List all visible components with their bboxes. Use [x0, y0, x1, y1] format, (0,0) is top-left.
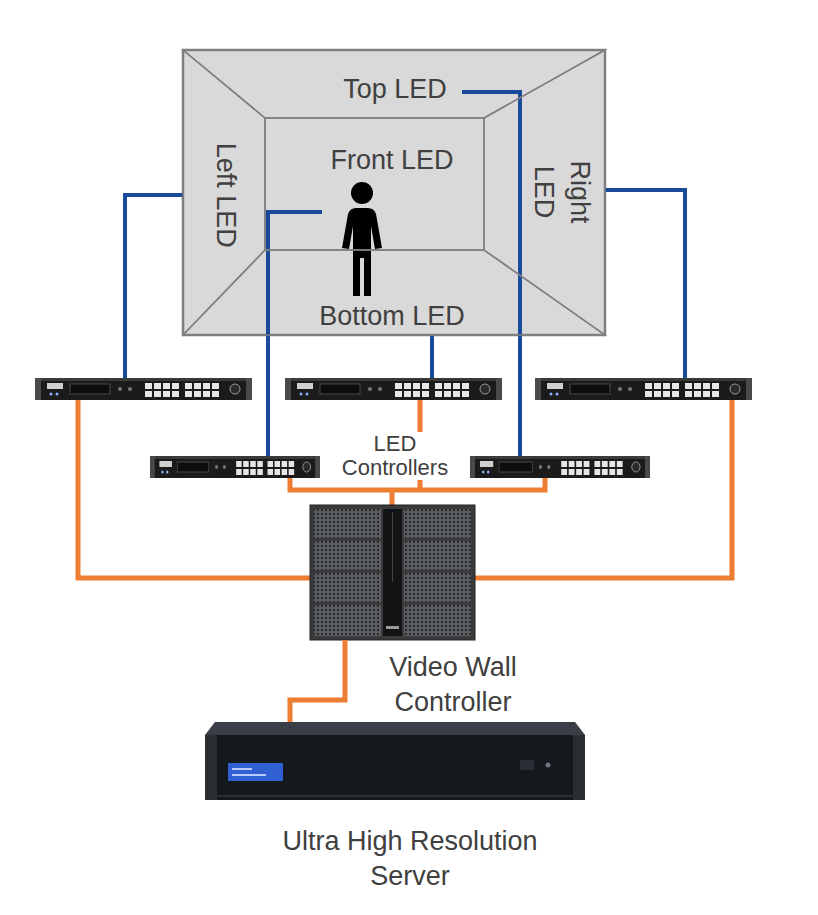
- video-wall-device: [310, 505, 475, 640]
- led-cable: [605, 190, 685, 378]
- server-device: [228, 763, 283, 781]
- node-label: Left LED: [210, 115, 242, 275]
- video-wall-device: [310, 505, 475, 640]
- node-label: Video Wall Controller: [353, 650, 553, 720]
- node-label: Right LED: [526, 147, 598, 237]
- person-icon: [342, 208, 382, 296]
- server-device: [205, 735, 585, 800]
- led-cable: [462, 92, 520, 456]
- server-device: [232, 768, 252, 770]
- video-wall-device: [314, 509, 381, 538]
- led-panel: Top LED: [183, 50, 605, 118]
- device-node: Ultra High Resolution Server: [205, 722, 585, 800]
- room-ground: [183, 50, 605, 335]
- video-wall-device: [314, 573, 381, 602]
- led-cable: [125, 195, 183, 378]
- led-controller: [150, 456, 320, 478]
- video-wall-device: [404, 573, 471, 602]
- node-label: Top LED: [295, 73, 495, 105]
- led-controller: [35, 378, 252, 400]
- led-cable: [125, 92, 685, 456]
- panel-outline: [265, 118, 484, 250]
- server-device: [520, 760, 534, 770]
- video-wall-device: [404, 509, 471, 538]
- video-wall-device: [383, 509, 402, 636]
- video-cable: [390, 490, 395, 505]
- server-device: [573, 735, 585, 800]
- led-controller: [470, 456, 650, 478]
- panel-outline: [265, 118, 484, 250]
- node-label: Bottom LED: [292, 300, 492, 332]
- video-wall-device: [392, 512, 393, 582]
- server-device: [205, 722, 585, 800]
- led-controller: [535, 378, 752, 400]
- video-wall-device: [404, 541, 471, 570]
- person-icon: [342, 182, 382, 296]
- video-wall-device: [386, 626, 399, 629]
- person-icon: [351, 182, 373, 204]
- panel-outline: [183, 50, 605, 118]
- led-panel: Front LED: [265, 118, 484, 250]
- server-device: [205, 735, 217, 800]
- video-wall-device: [404, 605, 471, 636]
- server-device: [217, 795, 573, 797]
- video-wall-device: [314, 541, 381, 570]
- cable-connector: [290, 640, 345, 722]
- group-label: LED Controllers: [325, 432, 465, 480]
- server-device: [205, 722, 585, 735]
- led-cable: [268, 212, 322, 456]
- led-panel: Bottom LED: [183, 250, 605, 335]
- server-device: [546, 763, 551, 768]
- video-cable: [78, 400, 310, 578]
- node-label: Front LED: [292, 144, 492, 176]
- label-holder: LED Controllers: [325, 432, 465, 480]
- device-node: Video Wall Controller: [310, 505, 475, 640]
- led-cable: [430, 335, 434, 378]
- video-cable: [78, 400, 732, 578]
- room-ground: [183, 50, 605, 335]
- panel-outline: [183, 250, 605, 335]
- led-controller: [285, 378, 502, 400]
- node-label: Ultra High Resolution Server: [240, 824, 580, 894]
- room-ground: [183, 50, 605, 335]
- video-wall-device: [314, 605, 381, 636]
- server-device: [232, 774, 266, 776]
